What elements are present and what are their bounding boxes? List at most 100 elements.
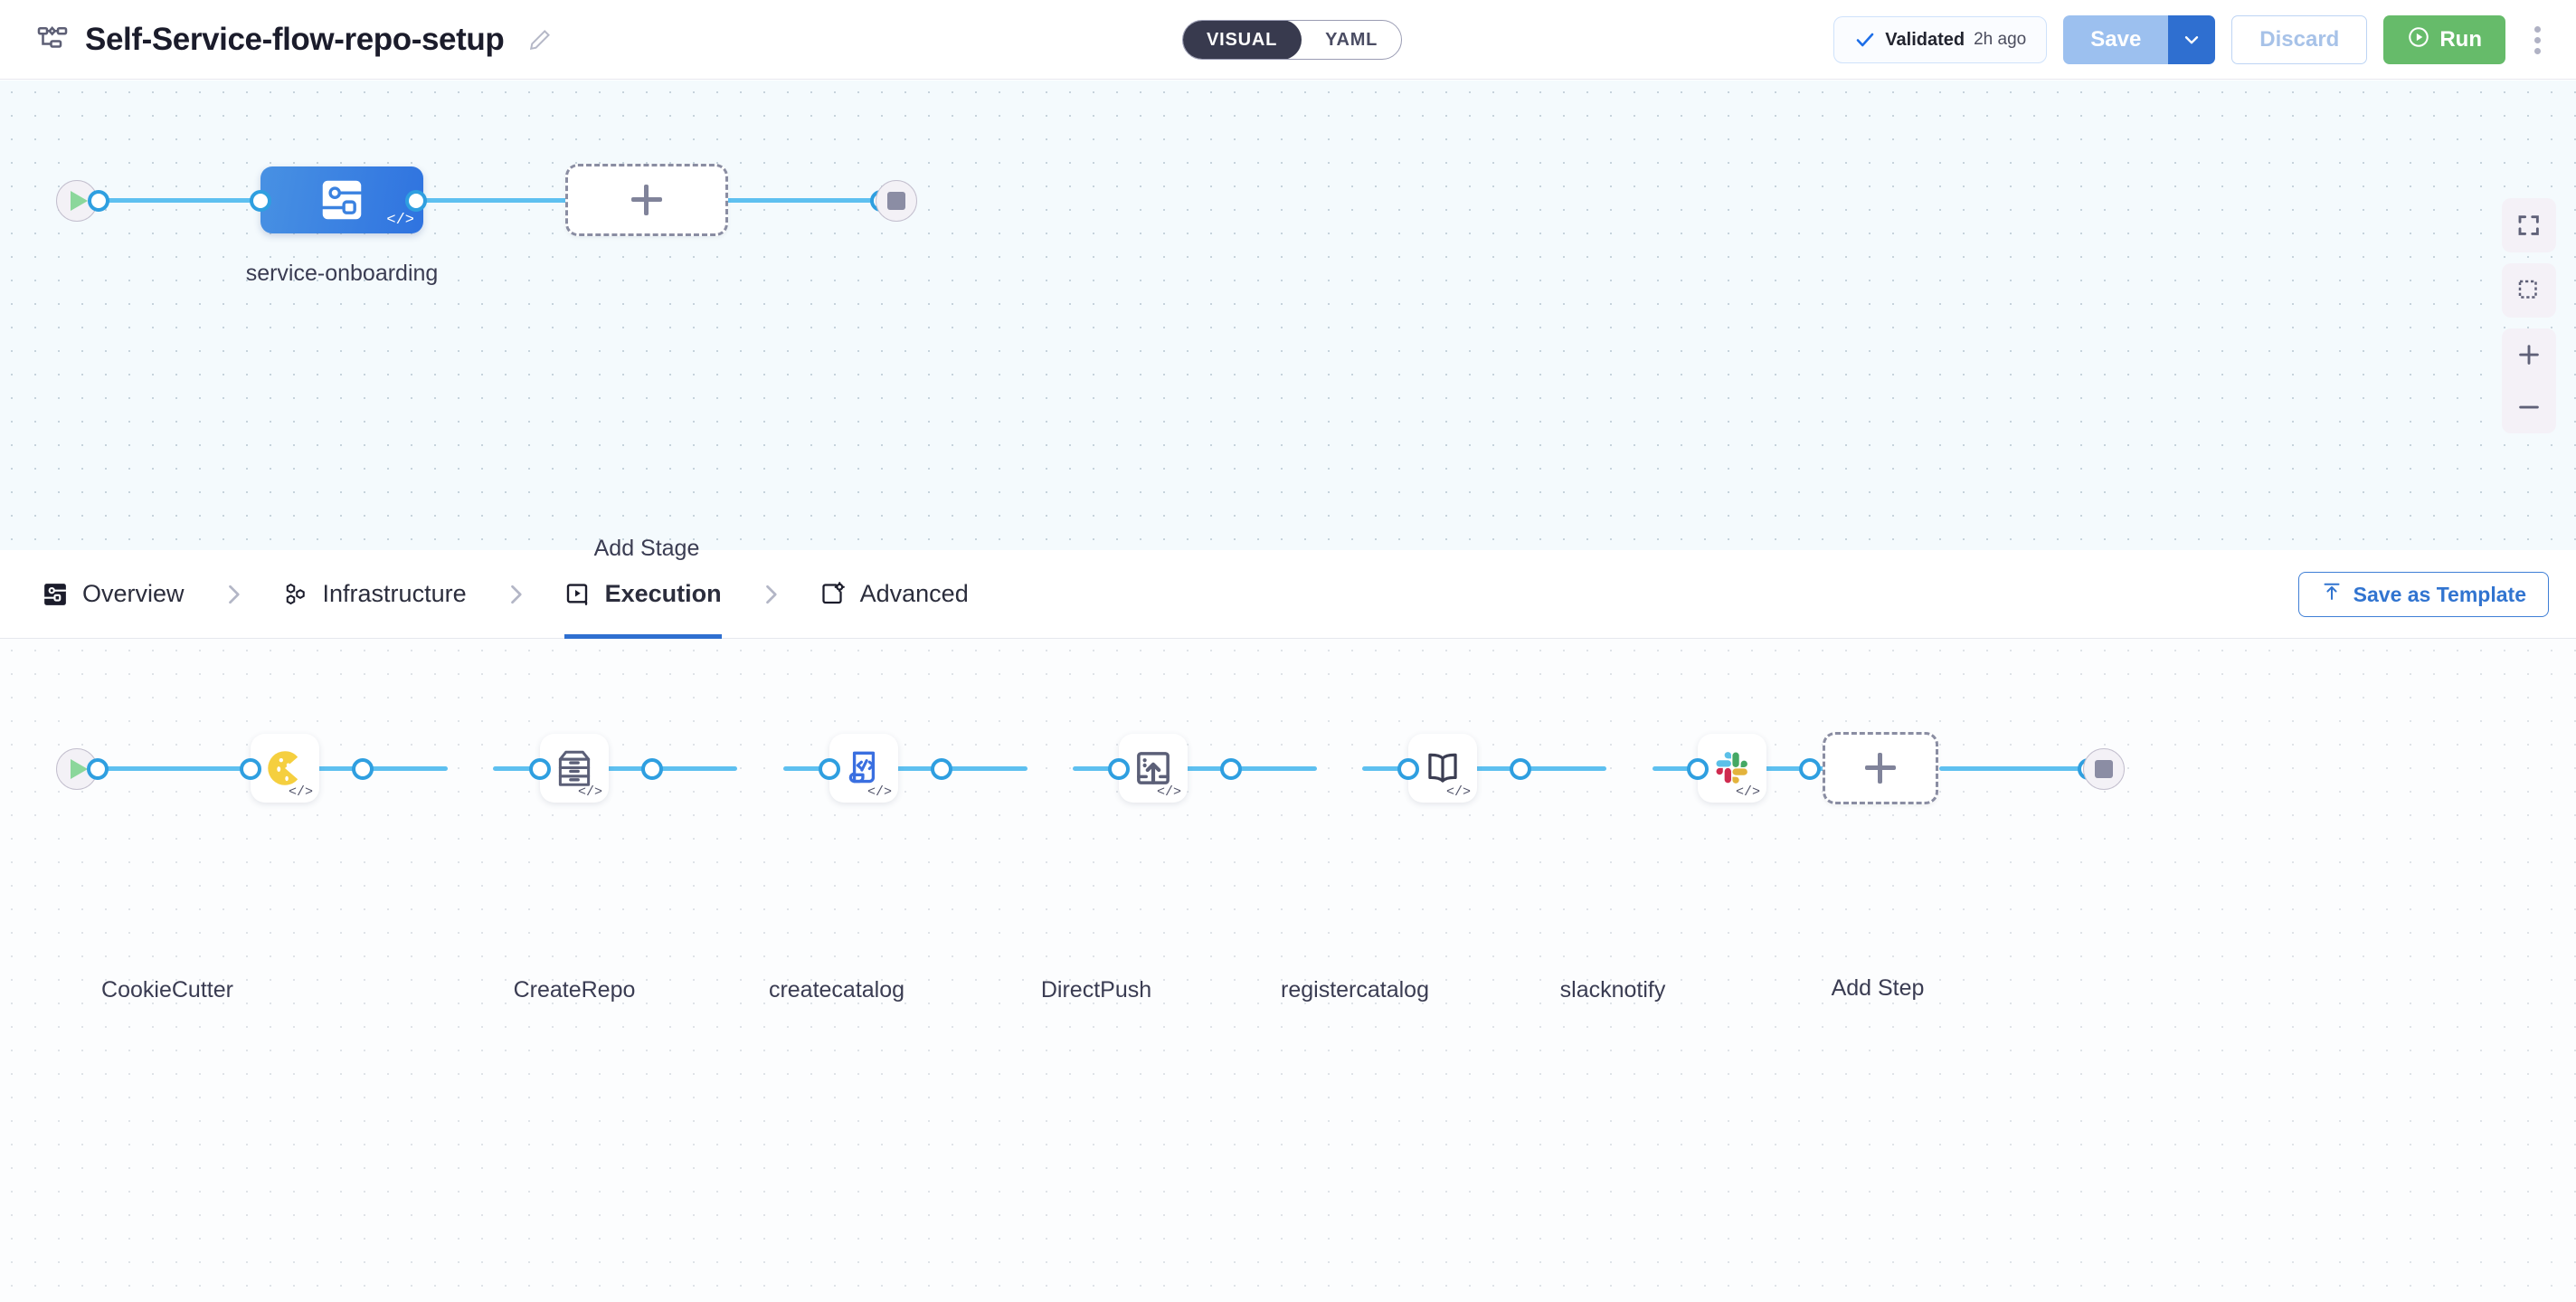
step-start-port[interactable] (87, 758, 109, 780)
execution-icon (564, 581, 592, 608)
app-header: Self-Service-flow-repo-setup VISUAL YAML… (0, 0, 2576, 80)
stage-edge-1 (416, 198, 579, 203)
code-document-icon (848, 751, 876, 784)
kebab-menu-icon[interactable] (2522, 15, 2552, 64)
step1-out-port[interactable] (352, 758, 374, 780)
stage-canvas[interactable]: </> service-onboarding Add Stage Add Sta… (0, 81, 2576, 550)
step3-in-port[interactable] (819, 758, 840, 780)
step5-out-port[interactable] (1510, 758, 1531, 780)
step-code-tag: </> (1445, 784, 1471, 800)
stop-icon (2095, 760, 2113, 778)
tab-execution-label: Execution (604, 580, 722, 607)
step4-in-port[interactable] (1108, 758, 1130, 780)
advanced-icon (819, 581, 847, 608)
stage-start-port[interactable] (88, 190, 109, 212)
overview-icon (42, 581, 69, 608)
chevron-down-icon[interactable] (2168, 15, 2216, 64)
step-label-createrepo: CreateRepo (513, 977, 636, 1003)
tab-advanced[interactable]: Advanced (819, 550, 969, 639)
stage-edge-start (95, 198, 267, 203)
stage-end-node[interactable] (876, 180, 917, 222)
step-node-createrepo[interactable]: </> (540, 734, 609, 803)
step3-out-port[interactable] (931, 758, 952, 780)
plus-icon (1865, 753, 1896, 784)
step-edge-4 (1073, 766, 1317, 771)
header-left: Self-Service-flow-repo-setup (0, 22, 553, 58)
mode-toggle-visual[interactable]: VISUAL (1183, 21, 1302, 59)
mode-toggle-yaml[interactable]: YAML (1325, 29, 1378, 50)
check-icon (1854, 29, 1876, 51)
run-button[interactable]: Run (2383, 15, 2505, 64)
save-button-group[interactable]: Save (2063, 15, 2216, 64)
step-label-slacknotify: slacknotify (1559, 977, 1666, 1003)
discard-button[interactable]: Discard (2231, 15, 2368, 64)
page-title: Self-Service-flow-repo-setup (85, 21, 505, 57)
step-label-registercatalog: registercatalog (1281, 977, 1429, 1003)
marquee-select-icon[interactable] (2502, 263, 2556, 318)
archive-drawer-icon (558, 750, 591, 786)
step-edge-3 (783, 766, 1028, 771)
pipeline-flow-icon (36, 24, 69, 56)
save-as-template-button[interactable]: Save as Template (2297, 572, 2549, 617)
stage-node-service-onboarding[interactable]: </> (260, 166, 423, 233)
tab-overview[interactable]: Overview (42, 550, 185, 639)
step-end-node[interactable] (2083, 748, 2125, 790)
stage-code-tag: </> (386, 212, 414, 229)
chevron-right-icon (221, 582, 246, 607)
tab-execution[interactable]: Execution (564, 550, 722, 639)
stage-node-icon (321, 180, 363, 220)
infrastructure-icon (282, 581, 309, 608)
step-label-cookiecutter: CookieCutter (101, 977, 233, 1003)
header-actions: Validated 2h ago Save Discard Run (1833, 0, 2552, 80)
step-node-slacknotify[interactable]: </> (1698, 734, 1766, 803)
upload-icon (2321, 581, 2343, 608)
add-step-button[interactable] (1823, 732, 1938, 804)
step6-out-port[interactable] (1799, 758, 1821, 780)
chevron-right-icon (503, 582, 528, 607)
step2-out-port[interactable] (641, 758, 663, 780)
add-stage-label: Add Stage (593, 536, 700, 561)
fit-to-screen-icon[interactable] (2502, 198, 2556, 252)
step-node-createcatalog[interactable]: </> (829, 734, 898, 803)
zoom-controls[interactable] (2502, 328, 2556, 433)
save-as-template-label: Save as Template (2353, 582, 2526, 606)
play-icon (71, 191, 88, 211)
step-code-tag: </> (1156, 784, 1181, 800)
section-tabbar: Overview Infrastructure Exec (0, 550, 2576, 639)
slack-icon (1716, 752, 1747, 784)
step-node-directpush[interactable]: </> (1119, 734, 1188, 803)
tab-infrastructure[interactable]: Infrastructure (282, 550, 467, 639)
status-badge: Validated 2h ago (1833, 16, 2048, 63)
step6-in-port[interactable] (1687, 758, 1709, 780)
chevron-right-icon (758, 582, 783, 607)
step-edge-7 (1939, 766, 2116, 771)
stage-node-in-port[interactable] (250, 190, 271, 212)
tab-infrastructure-label: Infrastructure (322, 580, 467, 607)
step-node-cookiecutter[interactable]: </> (251, 734, 319, 803)
zoom-in-icon[interactable] (2502, 328, 2556, 381)
save-button[interactable]: Save (2063, 15, 2169, 64)
tab-overview-label: Overview (82, 580, 185, 607)
step-code-tag: </> (577, 784, 602, 800)
pencil-icon[interactable] (527, 27, 553, 52)
step-edge-start (94, 766, 257, 771)
step5-in-port[interactable] (1397, 758, 1419, 780)
step-canvas[interactable]: </> </> </> </> (0, 639, 2576, 1302)
step-edge-1 (204, 766, 448, 771)
tab-advanced-label: Advanced (859, 580, 969, 607)
open-book-icon (1428, 753, 1457, 783)
run-button-label: Run (2439, 27, 2482, 52)
add-stage-button[interactable] (565, 164, 728, 236)
stage-canvas-tools[interactable] (2502, 198, 2556, 433)
step1-in-port[interactable] (240, 758, 261, 780)
zoom-out-icon[interactable] (2502, 381, 2556, 433)
step-code-tag: </> (288, 784, 313, 800)
step-edge-2 (493, 766, 737, 771)
stage-node-out-port[interactable] (405, 190, 427, 212)
step4-out-port[interactable] (1220, 758, 1242, 780)
mode-toggle[interactable]: VISUAL YAML (1182, 20, 1403, 60)
step-label-directpush: DirectPush (1040, 977, 1152, 1003)
step-node-registercatalog[interactable]: </> (1408, 734, 1477, 803)
step-code-tag: </> (867, 784, 892, 800)
step2-in-port[interactable] (529, 758, 551, 780)
